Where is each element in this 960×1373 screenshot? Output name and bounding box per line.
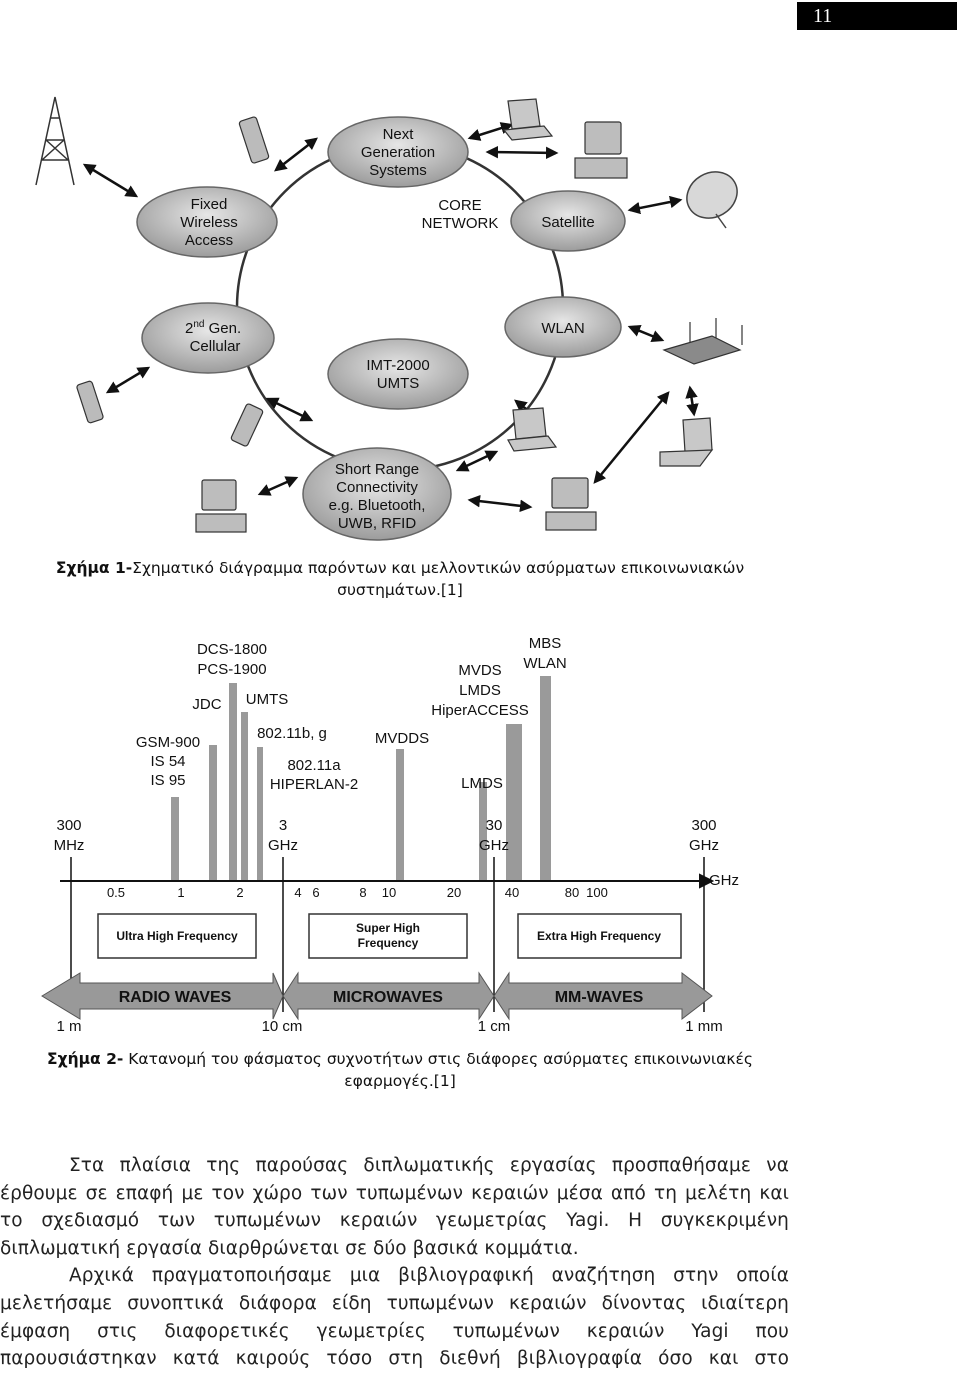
figure-1-caption: Σχήμα 1-Σχηματικό διάγραμμα παρόντων και… <box>0 557 960 601</box>
svg-text:10: 10 <box>382 885 396 900</box>
axis-unit: GHz <box>709 872 739 889</box>
svg-text:RADIO WAVES: RADIO WAVES <box>119 989 232 1006</box>
svg-text:MICROWAVES: MICROWAVES <box>333 989 443 1006</box>
figure-2-caption: Σχήμα 2- Κατανομή του φάσματος συχνοτήτω… <box>0 1048 960 1092</box>
node-wlan: WLAN <box>504 296 622 358</box>
svg-text:Ultra High Frequency: Ultra High Frequency <box>116 929 238 943</box>
svg-text:Cellular: Cellular <box>190 338 241 355</box>
svg-text:6: 6 <box>312 885 319 900</box>
svg-text:40: 40 <box>505 885 519 900</box>
laptop-icon <box>502 98 714 467</box>
wireless-router-icon <box>662 318 743 365</box>
svg-text:WLAN: WLAN <box>541 320 584 337</box>
figure-2-caption-label: Σχήμα 2- <box>47 1050 124 1068</box>
satellite-dish-icon <box>686 171 738 229</box>
tower-icon <box>35 96 75 186</box>
svg-text:100: 100 <box>586 885 608 900</box>
body-text: Στα πλαίσια της παρούσας διπλωματικής ερ… <box>0 1152 789 1373</box>
svg-text:1 m: 1 m <box>56 1018 81 1035</box>
phone-icon <box>76 116 270 447</box>
label-jdc: JDC <box>192 696 221 713</box>
label-mvdds: MVDDS <box>375 730 429 747</box>
svg-text:8: 8 <box>359 885 366 900</box>
node-satellite: Satellite <box>510 190 626 252</box>
svg-text:1 mm: 1 mm <box>685 1018 723 1035</box>
page-number: 11 <box>813 5 833 27</box>
connection-arrows <box>82 122 699 513</box>
svg-text:1: 1 <box>177 885 184 900</box>
svg-text:4: 4 <box>294 885 301 900</box>
figure-1-caption-label: Σχήμα 1- <box>55 559 133 577</box>
svg-text:Satellite: Satellite <box>541 214 594 231</box>
svg-text:2: 2 <box>236 885 243 900</box>
node-2nd-gen-cellular: 2nd Gen. Cellular <box>141 302 275 374</box>
svg-text:1 cm: 1 cm <box>478 1018 511 1035</box>
svg-text:MM-WAVES: MM-WAVES <box>555 989 644 1006</box>
paragraph-1: Στα πλαίσια της παρούσας διπλωματικής ερ… <box>0 1155 789 1259</box>
label-lmds: LMDS <box>461 775 503 792</box>
label-80211bg: 802.11b, g <box>257 725 327 742</box>
wavelength-labels: 1 m 10 cm 1 cm 1 mm <box>56 1018 722 1035</box>
desktop-computer-icon <box>195 121 628 533</box>
svg-text:2nd Gen.: 2nd Gen. <box>185 319 241 337</box>
figure-1-caption-text: Σχηματικό διάγραμμα παρόντων και μελλοντ… <box>132 559 745 599</box>
svg-text:0.5: 0.5 <box>107 885 125 900</box>
svg-text:Extra High Frequency: Extra High Frequency <box>537 929 661 943</box>
axis-ticks: 0.5 1 2 4 6 8 10 20 40 80 100 <box>107 885 608 900</box>
svg-text:20: 20 <box>447 885 461 900</box>
wave-arrows: RADIO WAVES MICROWAVES MM-WAVES <box>41 971 713 1021</box>
svg-text:80: 80 <box>565 885 579 900</box>
label-umts: UMTS <box>246 691 289 708</box>
paragraph-2: Αρχικά πραγματοποιήσαμε μια βιβλιογραφικ… <box>0 1265 789 1370</box>
spectrum-bars <box>171 676 551 881</box>
figure-2-caption-text: Κατανομή του φάσματος συχνοτήτων στις δι… <box>123 1050 753 1090</box>
svg-text:10 cm: 10 cm <box>262 1018 303 1035</box>
page-number-box: 11 <box>797 2 957 30</box>
